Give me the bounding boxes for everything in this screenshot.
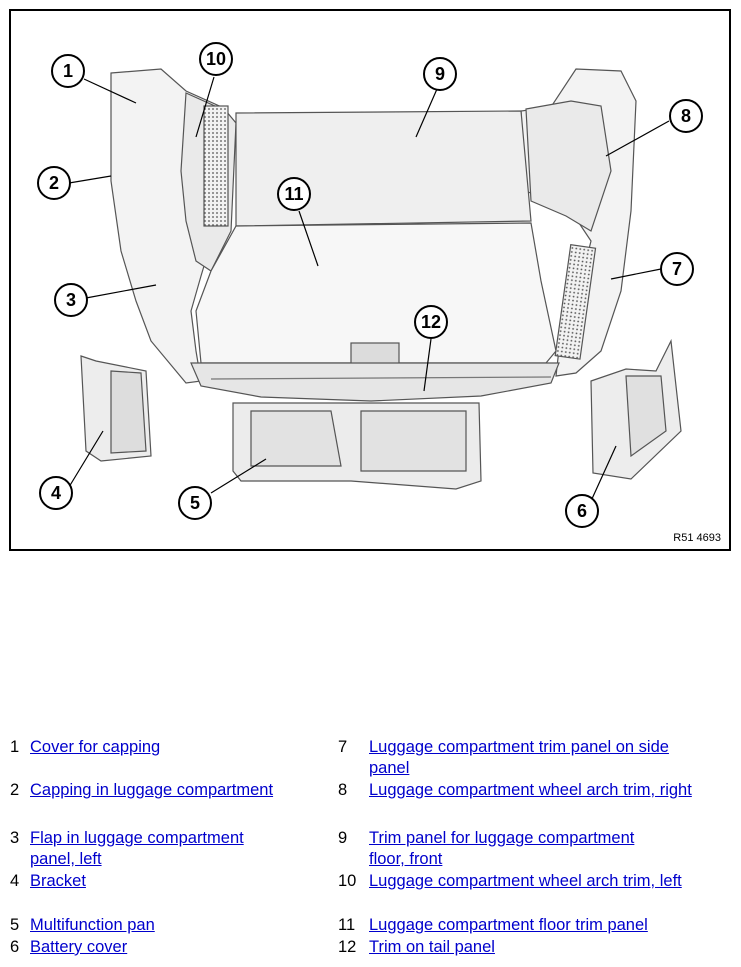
callout-10: 10 — [199, 42, 233, 76]
legend-number: 9 — [338, 829, 348, 847]
callout-4: 4 — [39, 476, 73, 510]
legend-link-floor-trim[interactable]: Luggage compartment floor trim panel — [369, 916, 648, 934]
callout-1: 1 — [51, 54, 85, 88]
legend-link-side-panel-trim[interactable]: Luggage compartment trim panel on side p… — [369, 738, 669, 777]
legend-number: 8 — [338, 781, 348, 799]
legend-number: 2 — [10, 781, 20, 799]
callout-12: 12 — [414, 305, 448, 339]
legend-number: 5 — [10, 916, 20, 934]
exploded-diagram: 1 2 3 4 5 6 7 8 9 10 11 12 R51 4693 — [9, 9, 731, 551]
legend-link-flap-left[interactable]: Flap in luggage compartment panel, left — [30, 829, 244, 868]
callout-5: 5 — [178, 486, 212, 520]
callout-8: 8 — [669, 99, 703, 133]
callout-6: 6 — [565, 494, 599, 528]
legend-link-cover-for-capping[interactable]: Cover for capping — [30, 738, 161, 756]
legend-number: 3 — [10, 829, 20, 847]
legend-link-multifunction-pan[interactable]: Multifunction pan — [30, 916, 155, 934]
callout-7: 7 — [660, 252, 694, 286]
callout-3: 3 — [54, 283, 88, 317]
legend-link-capping[interactable]: Capping in luggage compartment — [30, 781, 274, 799]
callout-2: 2 — [37, 166, 71, 200]
legend-link-floor-front[interactable]: Trim panel for luggage compartment floor… — [369, 829, 635, 868]
legend-number: 6 — [10, 938, 20, 956]
callout-11: 11 — [277, 177, 311, 211]
legend-number: 1 — [10, 738, 20, 756]
floor-trim-panel — [195, 222, 557, 364]
callout-9: 9 — [423, 57, 457, 91]
right-wheel-arch — [525, 100, 612, 232]
legend-link-wheel-arch-left[interactable]: Luggage compartment wheel arch trim, lef… — [369, 872, 682, 890]
legend-number: 11 — [338, 916, 356, 934]
front-floor-panel — [235, 110, 532, 227]
legend-link-bracket[interactable]: Bracket — [30, 872, 86, 890]
legend-number: 4 — [10, 872, 20, 890]
legend-link-battery-cover[interactable]: Battery cover — [30, 938, 128, 956]
legend-number: 7 — [338, 738, 348, 756]
tail-panel-trim — [190, 362, 560, 402]
diagram-drawing — [68, 68, 682, 502]
legend-number: 12 — [338, 938, 357, 956]
legend-link-wheel-arch-right[interactable]: Luggage compartment wheel arch trim, rig… — [369, 781, 692, 799]
legend-number: 10 — [338, 872, 357, 890]
figure-reference: R51 4693 — [673, 532, 721, 544]
legend-link-tail-panel[interactable]: Trim on tail panel — [369, 938, 495, 956]
